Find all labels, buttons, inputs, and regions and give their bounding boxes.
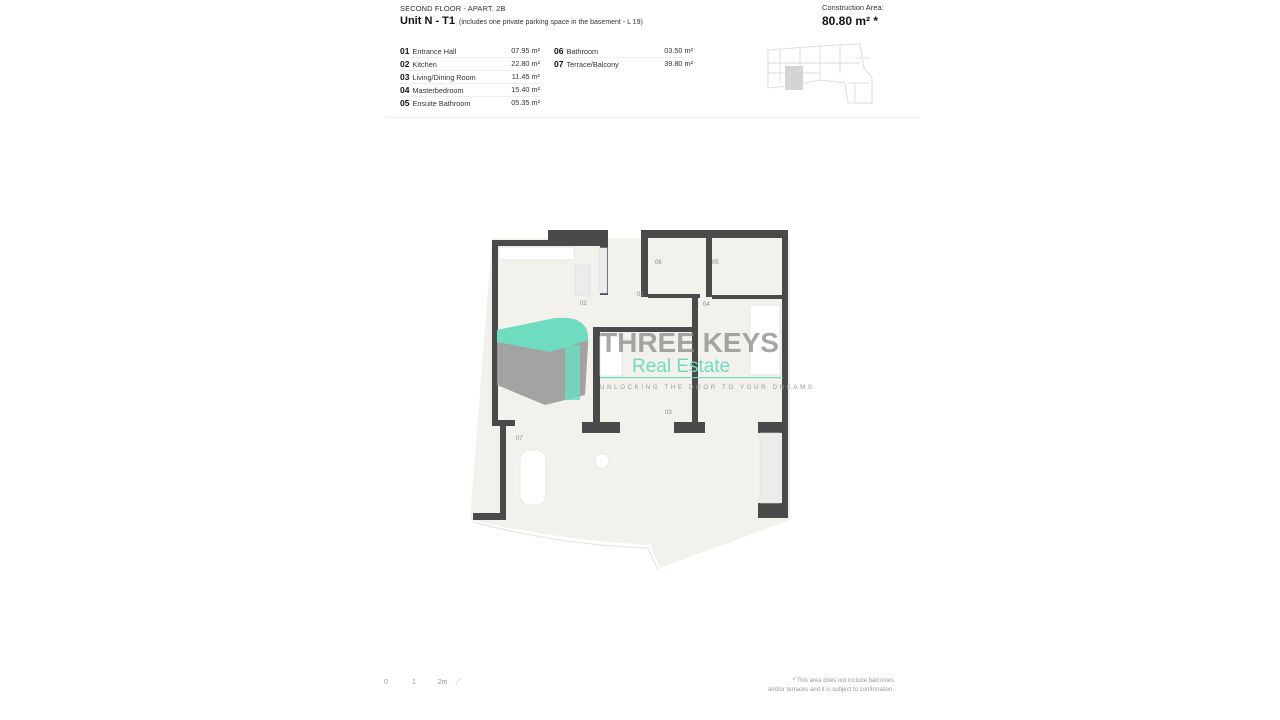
watermark-line2: Real Estate xyxy=(632,356,730,377)
plan-label: 01 xyxy=(637,292,644,298)
room-name: Bathroom xyxy=(566,47,599,56)
scale-tick-1: 1 xyxy=(411,679,416,686)
room-name: Entrance Hall xyxy=(412,47,457,56)
plan-label: 02 xyxy=(580,301,587,307)
room-number: 03 xyxy=(400,72,410,82)
construction-area-value: 80.80 m² * xyxy=(822,14,879,28)
scale-bar: 0 1 2m ⟋ xyxy=(384,679,460,687)
room-name: Kitchen xyxy=(412,60,437,69)
key-plan xyxy=(767,43,873,104)
room-name: Masterbedroom xyxy=(412,86,464,95)
room-number: 05 xyxy=(400,98,410,108)
plan-label: 06 xyxy=(655,260,662,266)
unit-title: Unit N - T1 (includes one private parking… xyxy=(400,15,643,29)
room-labels: 01 02 03 04 05 06 07 xyxy=(516,260,719,442)
room-name: Ensuite Bathroom xyxy=(412,99,471,108)
plan-label: 04 xyxy=(703,302,710,308)
room-number: 04 xyxy=(400,85,410,95)
room-area: 03.50 m² xyxy=(664,46,693,55)
room-number: 01 xyxy=(400,46,410,56)
watermark-line1: THREE KEYS xyxy=(600,327,779,358)
north-arrow-icon: ⟋ xyxy=(455,679,461,686)
footnote: * This area does not include balconies a… xyxy=(768,677,894,695)
floor-subtitle: SECOND FLOOR - APART. 2B xyxy=(400,4,506,13)
unit-name: Unit N - T1 xyxy=(400,15,455,27)
unit-note: (includes one private parking space in t… xyxy=(459,19,643,26)
room-area: 11.45 m² xyxy=(511,72,540,81)
unit-highlight xyxy=(785,66,803,90)
watermark-line3: UNLOCKING THE DOOR TO YOUR DREAMS xyxy=(600,384,815,391)
watermark-logo: THREE KEYS Real Estate UNLOCKING THE DOO… xyxy=(497,317,815,405)
room-area: 15.40 m² xyxy=(511,85,540,94)
scale-tick-2: 2m xyxy=(437,679,448,686)
room-number: 06 xyxy=(554,46,564,56)
room-name: Terrace/Balcony xyxy=(566,60,619,69)
plan-label: 05 xyxy=(712,260,719,266)
floor-area xyxy=(470,238,790,568)
furniture xyxy=(498,246,781,506)
footnote-line1: * This area does not include balconies xyxy=(792,678,894,684)
header-divider xyxy=(385,117,920,118)
construction-area-label: Construction Area: xyxy=(822,3,884,12)
plan-label: 03 xyxy=(665,410,672,416)
room-name: Living/Dining Room xyxy=(412,73,476,82)
room-number: 07 xyxy=(554,59,564,69)
scale-tick-0: 0 xyxy=(384,679,388,686)
room-area: 07.95 m² xyxy=(511,46,540,55)
room-number: 02 xyxy=(400,59,410,69)
room-area: 05.35 m² xyxy=(511,98,540,107)
footnote-line2: and/or terraces and it is subject to con… xyxy=(767,687,894,693)
room-area: 22.80 m² xyxy=(511,59,540,68)
room-area: 39.80 m² xyxy=(664,59,693,68)
plan-label: 07 xyxy=(516,436,523,442)
